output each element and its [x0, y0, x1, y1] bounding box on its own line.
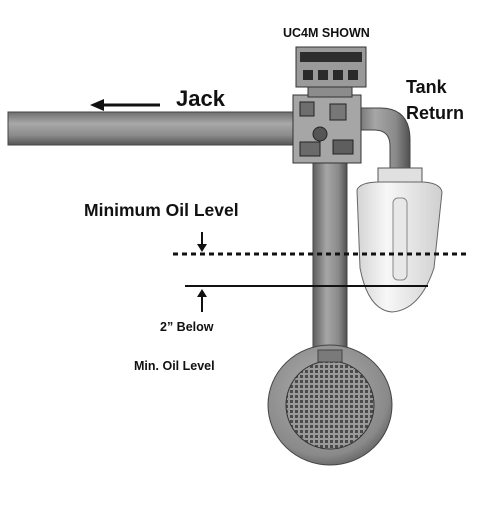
suction-strainer	[267, 344, 393, 466]
jack-pipe	[7, 111, 309, 146]
tank-return-label-line2: Return	[406, 103, 464, 123]
arrow-left-icon	[90, 99, 160, 111]
minimum-oil-level-label: Minimum Oil Level	[84, 200, 239, 220]
model-label: UC4M SHOWN	[283, 26, 370, 40]
suction-pipe	[312, 159, 348, 361]
tank-return-label-line1: Tank	[406, 77, 447, 97]
valve-assembly	[292, 46, 367, 164]
jack-label: Jack	[176, 86, 225, 111]
below-level-label-line1: 2” Below	[160, 320, 214, 334]
arrow-down-icon	[197, 232, 207, 252]
arrow-up-icon	[197, 289, 207, 312]
filter-bag	[356, 167, 443, 313]
below-level-label-line2: Min. Oil Level	[134, 359, 215, 373]
